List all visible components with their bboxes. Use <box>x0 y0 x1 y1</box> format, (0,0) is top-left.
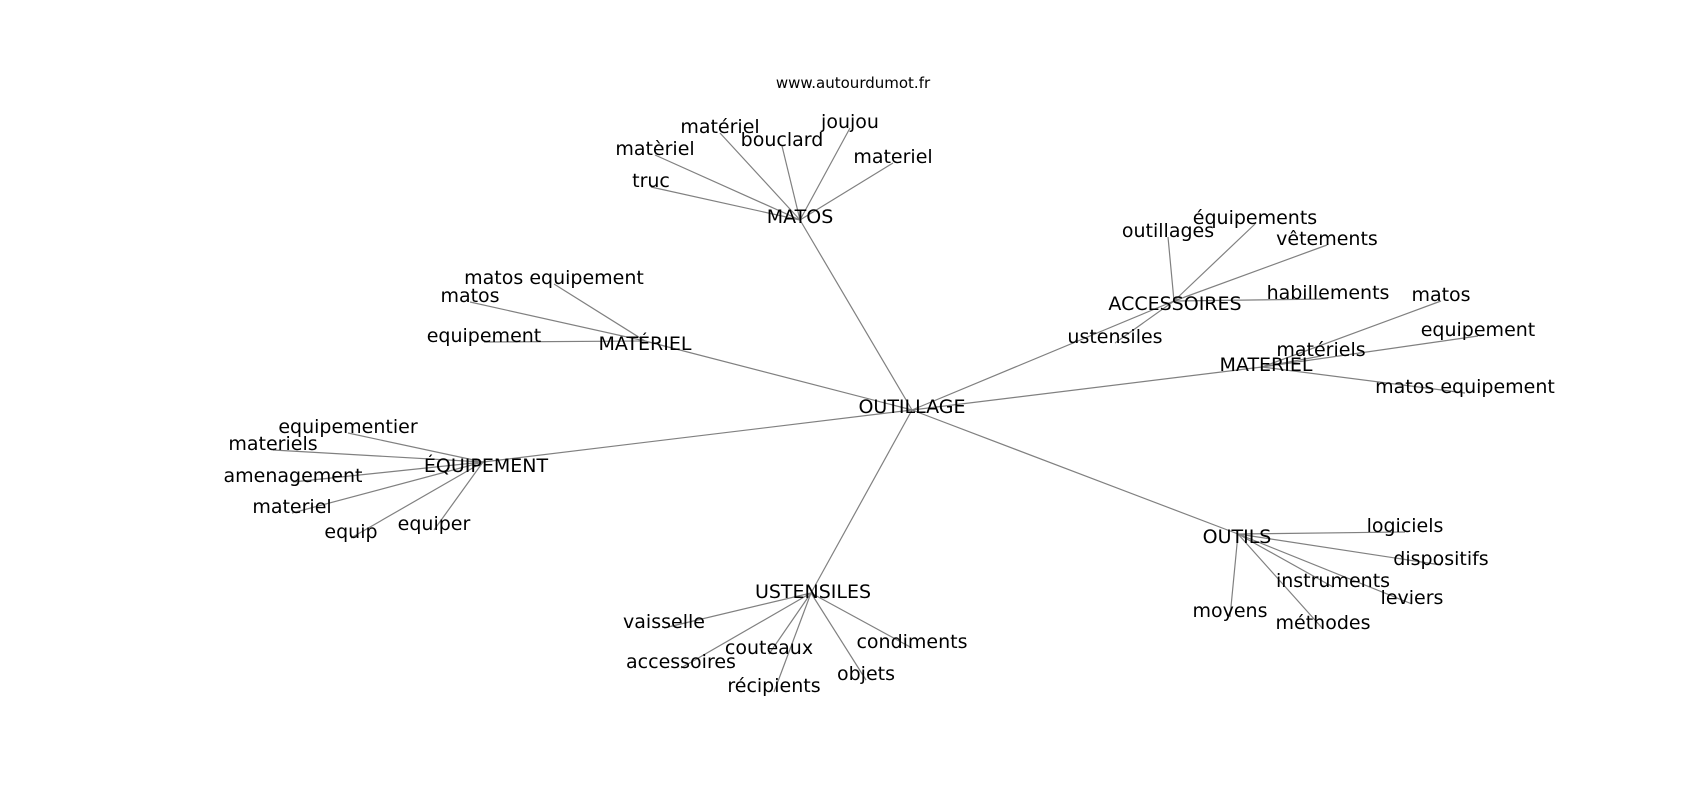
edge-ustensiles-vaisselle <box>663 592 812 629</box>
edge-center-accessoires <box>911 300 1175 411</box>
edge-center-ustensiles <box>810 409 913 594</box>
edges-layer <box>272 127 1479 693</box>
group-node-matos: MATOS <box>767 206 834 228</box>
edge-ustensiles-couteaux <box>768 592 812 655</box>
edge-materiel-equipement <box>1261 335 1479 368</box>
leaf-node-joujou: joujou <box>820 111 879 133</box>
edge-matos-joujou <box>799 127 851 221</box>
leaf-node-equipement: equipement <box>427 325 542 347</box>
leaf-node-methodes: méthodes <box>1276 612 1371 634</box>
edge-materiel-matos <box>1261 300 1442 368</box>
leaf-node-truc: truc <box>632 170 670 192</box>
leaf-node-amenagement: amenagement <box>224 465 363 487</box>
edge-outils-moyens <box>1229 533 1239 618</box>
edge-equipement-materiels <box>272 449 484 463</box>
leaf-node-bouclard: bouclard <box>741 129 824 151</box>
leaf-node-leviers: leviers <box>1381 587 1444 609</box>
leaf-node-ustensiles: ustensiles <box>1067 326 1162 348</box>
leaf-node-materiel: materiel <box>853 146 932 168</box>
edge-equipement-equiper <box>433 461 484 531</box>
leaf-node-equipements: équipements <box>1193 207 1317 229</box>
edge-materiel-equipement <box>483 340 646 343</box>
leaf-node-couteaux: couteaux <box>725 637 813 659</box>
edge-matos-bouclard <box>781 145 801 221</box>
edge-center-outils <box>911 409 1239 535</box>
edge-accessoires-vetements <box>1173 244 1328 302</box>
group-node-materiel: MATÉRIEL <box>599 332 692 355</box>
leaf-node-matos-equipement: matos equipement <box>1375 376 1555 398</box>
edge-center-materiel <box>644 340 913 411</box>
edge-ustensiles-recipients <box>773 592 812 693</box>
edge-accessoires-equipements <box>1173 223 1256 302</box>
labels-layer: www.autourdumot.fr OUTILLAGE MATOS matérie… <box>224 74 1555 697</box>
group-node-ustensiles: USTENSILES <box>755 581 871 603</box>
leaf-node-equipementier: equipementier <box>278 416 417 438</box>
leaf-node-equip: equip <box>324 521 377 543</box>
edge-materiel-matos <box>469 301 646 342</box>
leaf-node-recipients: récipients <box>727 675 820 697</box>
leaf-node-accessoires: accessoires <box>626 651 736 673</box>
leaf-node-materiel: materiel <box>252 496 331 518</box>
edge-ustensiles-condiments <box>810 592 913 649</box>
leaf-node-equipement: equipement <box>1421 319 1536 341</box>
edge-matos-materiel <box>799 162 894 221</box>
leaf-node-materiel: matériel <box>680 116 759 138</box>
edge-equipement-equip <box>350 461 484 539</box>
source-url: www.autourdumot.fr <box>776 74 931 92</box>
leaf-node-vaisselle: vaisselle <box>623 611 705 633</box>
leaf-node-matos: matos <box>1411 284 1470 306</box>
edge-outils-instruments <box>1237 533 1334 588</box>
leaf-node-materiels: materiels <box>228 433 317 455</box>
edge-matos-materiel <box>654 154 801 221</box>
edge-matos-truc <box>650 186 801 221</box>
leaf-node-objets: objets <box>837 663 895 685</box>
edge-outils-methodes <box>1237 533 1324 630</box>
leaf-node-materiels: matériels <box>1276 339 1365 361</box>
edge-materiel-materiels <box>1261 355 1322 368</box>
edge-center-equipement <box>482 409 913 463</box>
group-node-outils: OUTILS <box>1203 526 1272 548</box>
edge-outils-logiciels <box>1237 531 1406 535</box>
leaf-node-matos: matos <box>440 285 499 307</box>
leaf-node-logiciels: logiciels <box>1367 515 1444 537</box>
leaf-node-materiel: matèriel <box>615 138 694 160</box>
edge-ustensiles-objets <box>810 592 867 681</box>
edge-ustensiles-accessoires <box>680 592 812 669</box>
edge-accessoires-outillages <box>1167 236 1175 302</box>
edge-materiel-matos-equipement <box>1261 366 1466 394</box>
edge-outils-leviers <box>1237 533 1413 605</box>
edge-equipement-materiel <box>291 461 484 514</box>
edge-equipement-amenagement <box>292 461 484 483</box>
leaf-node-condiments: condiments <box>856 631 967 653</box>
leaf-node-vetements: vêtements <box>1276 228 1378 250</box>
leaf-node-equiper: equiper <box>398 513 471 535</box>
leaf-node-instruments: instruments <box>1276 570 1390 592</box>
leaf-node-outillages: outillages <box>1122 220 1214 242</box>
group-node-equipement: ÉQUIPEMENT <box>424 454 549 477</box>
edge-matos-materiel <box>719 132 801 221</box>
edge-equipement-equipementier <box>347 432 484 463</box>
leaf-node-dispositifs: dispositifs <box>1393 548 1488 570</box>
edge-materiel-matos-equipement <box>553 283 646 342</box>
edge-outils-dispositifs <box>1237 533 1442 566</box>
edge-center-materiel <box>911 366 1263 411</box>
center-node: OUTILLAGE <box>858 396 965 418</box>
edge-accessoires-ustensiles <box>1114 300 1175 344</box>
group-node-accessoires: ACCESSOIRES <box>1108 293 1241 315</box>
group-node-materiel: MATERIEL <box>1220 354 1313 376</box>
edge-center-matos <box>799 219 913 411</box>
leaf-node-moyens: moyens <box>1192 600 1267 622</box>
leaf-node-habillements: habillements <box>1267 282 1390 304</box>
edge-accessoires-habillements <box>1173 298 1329 302</box>
leaf-node-matos-equipement: matos equipement <box>464 267 644 289</box>
